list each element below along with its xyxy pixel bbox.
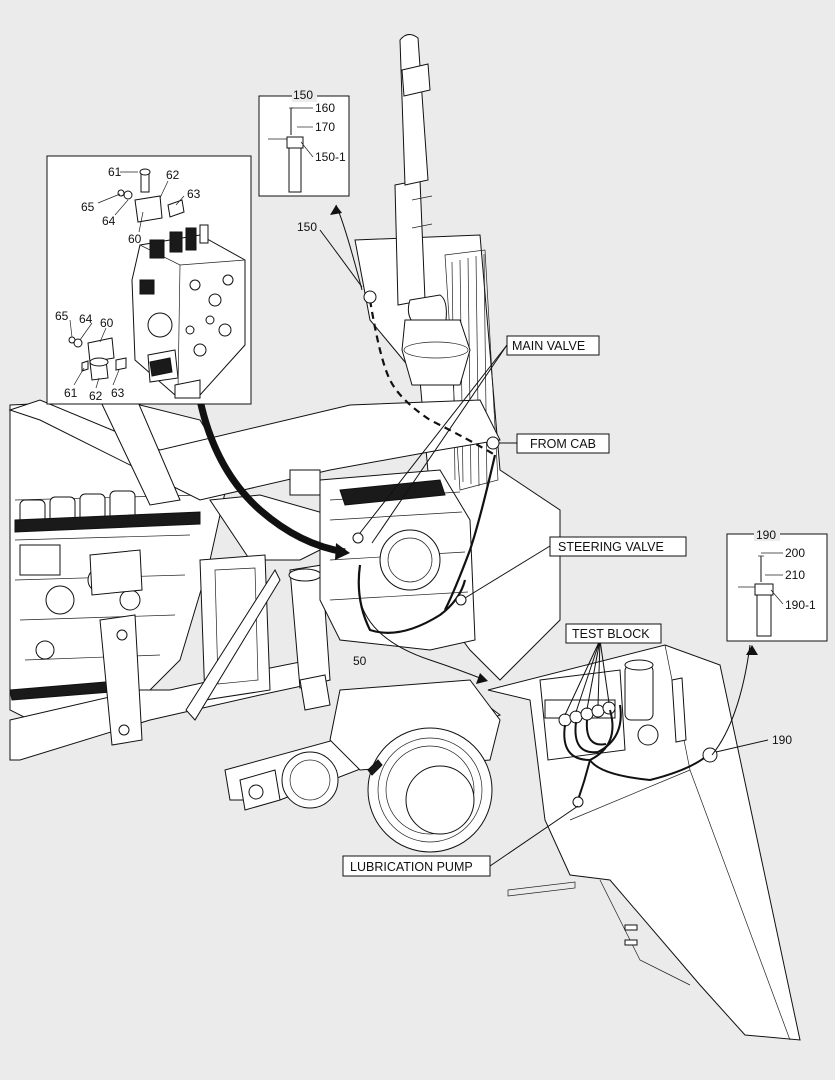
lubrication-pump-label: LUBRICATION PUMP [350, 860, 473, 874]
detail-190-part-200: 200 [785, 546, 805, 560]
main-valve-upper-bracket [117, 168, 185, 223]
detail-150-part-170: 170 [315, 120, 335, 134]
detail-150-part-160: 160 [315, 101, 335, 115]
callout-150: 150 [297, 220, 317, 234]
main-frame [8, 394, 501, 761]
main-valve-body [131, 224, 246, 399]
hydraulic-hoses [357, 299, 709, 801]
valve-part-61-bottom: 61 [64, 386, 78, 400]
test-block-assembly [539, 659, 687, 761]
detail-190-part-210: 210 [785, 568, 805, 582]
main-valve-label: MAIN VALVE [512, 339, 585, 353]
valve-part-65-bottom: 65 [55, 309, 69, 323]
steering-valve-label: STEERING VALVE [558, 540, 664, 554]
valve-part-60-top: 60 [128, 232, 142, 246]
machine-chassis-illustration [8, 34, 801, 1041]
detail-150-title: 150 [293, 88, 313, 102]
from-cab-label: FROM CAB [530, 437, 596, 451]
leader-lines [359, 344, 769, 867]
label-steering-valve: STEERING VALVE [549, 536, 687, 557]
detail-150-part-150-1: 150-1 [315, 150, 346, 164]
valve-part-64-top: 64 [102, 214, 116, 228]
valve-part-63-top: 63 [187, 187, 201, 201]
main-valve-lower-bracket [68, 336, 127, 381]
fittings [352, 290, 718, 808]
label-main-valve: MAIN VALVE [506, 335, 600, 356]
label-lubrication-pump: LUBRICATION PUMP [342, 855, 491, 877]
valve-part-61-top: 61 [108, 165, 122, 179]
callout-50: 50 [353, 654, 367, 668]
detail-190-part-190-1: 190-1 [785, 598, 816, 612]
label-from-cab: FROM CAB [516, 433, 610, 454]
valve-part-62-bottom: 62 [89, 389, 103, 403]
axle-assembly [239, 679, 501, 853]
test-block-label: TEST BLOCK [572, 627, 650, 641]
detail-box-main-valve: 61 62 65 63 64 60 65 64 60 61 62 63 [46, 155, 252, 405]
valve-part-63-bottom: 63 [111, 386, 125, 400]
pointer-arrows [196, 204, 758, 756]
valve-part-64-bottom: 64 [79, 312, 93, 326]
detail-box-150: 150 160 170 150-1 [258, 88, 350, 197]
detail-190-title: 190 [756, 528, 776, 542]
detail-box-190: 190 200 210 190-1 [726, 527, 828, 642]
callout-190: 190 [772, 733, 792, 747]
exhaust-stack [394, 34, 471, 386]
valve-part-60-bottom: 60 [100, 316, 114, 330]
label-test-block: TEST BLOCK [565, 623, 662, 644]
valve-part-65-top: 65 [81, 200, 95, 214]
transmission [289, 469, 476, 651]
valve-part-62-top: 62 [166, 168, 180, 182]
